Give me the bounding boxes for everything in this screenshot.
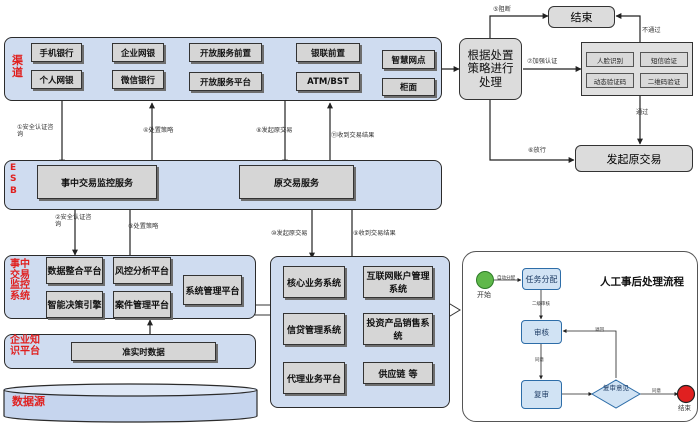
arrow-s6 xyxy=(489,100,575,163)
decision-box[interactable]: 根据处置策略进行处理 xyxy=(459,38,522,100)
start-circle xyxy=(476,271,494,289)
monitor-system-management[interactable]: 系统管理平台 xyxy=(183,275,242,305)
channel-unionpay-front[interactable]: 银联前置 xyxy=(296,43,360,62)
core-banking-system[interactable]: 核心业务系统 xyxy=(283,266,345,298)
datasource-cylinder xyxy=(3,383,258,423)
start-original-box[interactable]: 发起原交易 xyxy=(575,145,693,172)
channel-atm-bst[interactable]: ATM/BST xyxy=(296,72,360,91)
core-supply-chain[interactable]: 供应链 等 xyxy=(363,362,433,384)
channel-open-platform[interactable]: 开放服务平台 xyxy=(189,72,262,91)
esb-title: ESB xyxy=(10,163,17,196)
manual-edge-agree: 同意 xyxy=(652,389,661,394)
channel-mobile-bank[interactable]: 手机银行 xyxy=(31,43,82,62)
channel-corp-ebank[interactable]: 企业网银 xyxy=(112,43,164,62)
channel-title: 渠道 xyxy=(12,54,23,79)
note-s4: ④处置策略 xyxy=(143,127,174,134)
manual-review[interactable]: 审核 xyxy=(521,320,562,344)
knowledge-title: 企业知识平台 xyxy=(10,335,40,357)
note-s11: ⑪收到交易结果 xyxy=(331,132,375,139)
manual-agree-label: 复审意见 xyxy=(603,384,629,392)
manual-recheck[interactable]: 复审 xyxy=(521,380,562,409)
esb-original-service[interactable]: 原交易服务 xyxy=(239,165,354,199)
end-box[interactable]: 结束 xyxy=(548,6,615,28)
note-s10: ⑩发起原交易 xyxy=(271,230,308,237)
note-not-pass: 不通过 xyxy=(642,27,661,34)
core-internet-account-system[interactable]: 互联网账户管理系统 xyxy=(363,266,433,298)
manual-edge-auto: 自动分配 xyxy=(497,276,515,281)
auth-face[interactable]: 人脸识别 xyxy=(586,52,634,67)
manual-edge-pass: 同意 xyxy=(535,358,544,363)
arrow-not-pass xyxy=(615,13,641,42)
monitor-case-management[interactable]: 案件管理平台 xyxy=(113,291,171,318)
channel-counter[interactable]: 柜面 xyxy=(382,78,435,96)
manual-task-assign[interactable]: 任务分配 xyxy=(522,268,561,290)
note-s7: ⑦加强认证 xyxy=(527,58,558,65)
note-s3: ③处置策略 xyxy=(128,223,159,230)
end-circle xyxy=(676,384,696,404)
agree-diamond xyxy=(591,379,641,409)
manual-process-panel xyxy=(462,251,698,422)
channel-open-front[interactable]: 开放服务前置 xyxy=(189,43,262,62)
monitor-data-integration[interactable]: 数据整合平台 xyxy=(46,257,103,284)
note-pass: 通过 xyxy=(636,109,649,116)
note-s8: ⑧发起原交易 xyxy=(256,127,293,134)
note-s9: ⑨收到交易结果 xyxy=(353,230,396,237)
mflow-back xyxy=(562,329,617,378)
esb-monitor-service[interactable]: 事中交易监控服务 xyxy=(37,165,157,199)
channel-smart-branch[interactable]: 智慧网点 xyxy=(382,50,435,69)
channel-personal-ebank[interactable]: 个人网银 xyxy=(31,70,82,89)
monitor-system-title: 事中交易监控系统 xyxy=(10,259,30,302)
note-s1: ①安全认证咨询 xyxy=(17,124,54,139)
manual-edge-back: 退回 xyxy=(595,328,604,333)
auth-qrcode[interactable]: 二维码验证 xyxy=(640,73,688,88)
core-agency-platform[interactable]: 代理业务平台 xyxy=(283,362,345,394)
manual-end-label: 结束 xyxy=(678,404,691,412)
datasource-title: 数据源 xyxy=(12,395,45,408)
monitor-risk-analysis[interactable]: 风控分析平台 xyxy=(113,257,171,284)
auth-sms[interactable]: 短信验证 xyxy=(640,52,688,67)
arrow-s5 xyxy=(489,13,549,38)
manual-edge-submit: 二级审核 xyxy=(532,302,550,307)
auth-dynamic-code[interactable]: 动态验证码 xyxy=(586,73,634,88)
manual-start-label: 开始 xyxy=(477,291,491,299)
core-investment-sales-system[interactable]: 投资产品销售系统 xyxy=(363,313,433,345)
note-s6: ⑥放行 xyxy=(528,147,546,154)
monitor-smart-decision[interactable]: 智能决策引擎 xyxy=(46,291,103,318)
core-credit-system[interactable]: 信贷管理系统 xyxy=(283,313,345,345)
manual-title: 人工事后处理流程 xyxy=(600,276,684,288)
channel-wechat-bank[interactable]: 微信银行 xyxy=(112,70,164,89)
knowledge-realtime-data[interactable]: 准实时数据 xyxy=(71,342,216,361)
note-s5: ⑤阻断 xyxy=(493,6,511,13)
note-s2: ②安全认证咨询 xyxy=(55,214,92,229)
